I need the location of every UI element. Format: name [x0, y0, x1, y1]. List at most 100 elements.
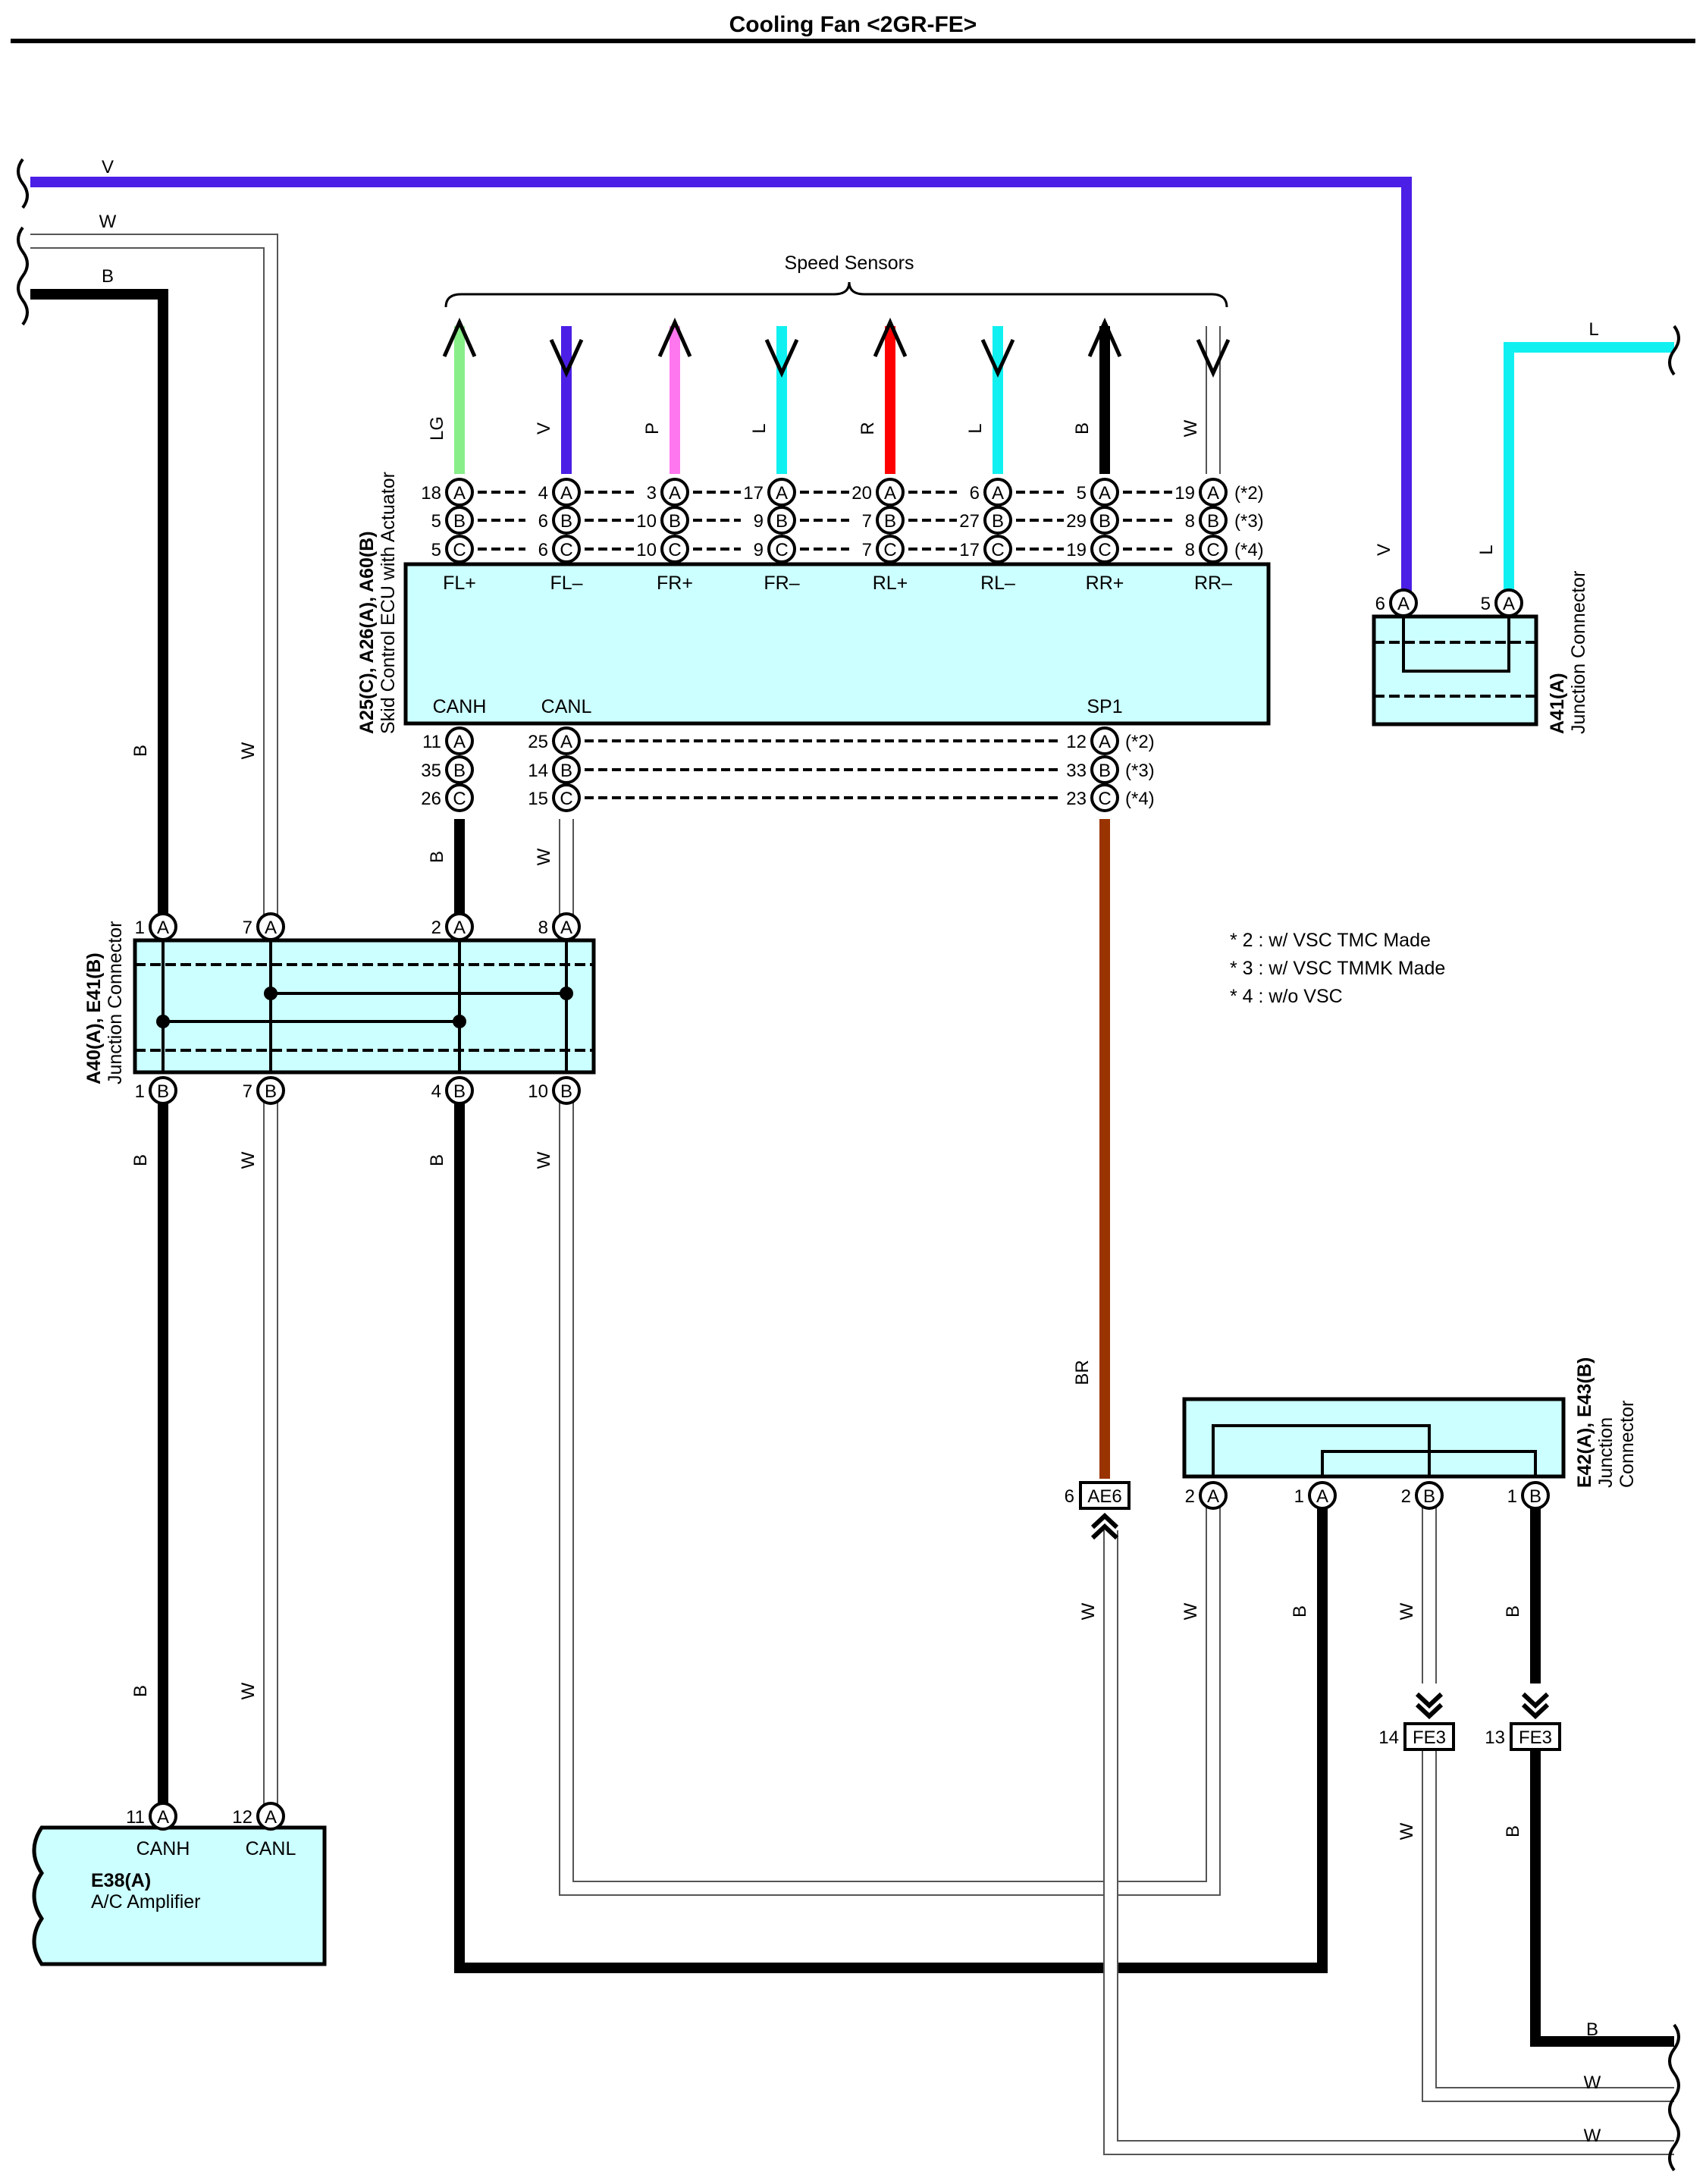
ac-amp-pin-0: [149, 1802, 177, 1831]
ac-amp-num-1: 12: [232, 1807, 252, 1828]
jc-a40-bottom-pin-1-letter: B: [265, 1081, 277, 1102]
ecu-pin-FL+-row-1-letter: B: [453, 511, 466, 532]
ecu-bottom-num-1-0: 25: [528, 732, 548, 752]
ecu-bottom-num-1-2: 15: [528, 789, 548, 809]
inline-connector-chevron-2: [1521, 1692, 1550, 1720]
ecu-bottom-pin-CANH-row-1-letter: B: [453, 761, 466, 781]
jc-a40-bottom-num-2: 4: [431, 1081, 441, 1102]
ecu-pin-RL–-row-1-letter: B: [992, 511, 1004, 532]
jc-a41-pin-0: [1389, 588, 1418, 617]
ac-amp-name: A/C Amplifier: [91, 1891, 200, 1913]
inline-connector-0: [1079, 1481, 1131, 1510]
wire-label-e43-w: W: [1397, 1602, 1417, 1620]
page-title: Cooling Fan <2GR-FE>: [729, 12, 977, 37]
ecu-pin-FR+-row-0: [660, 478, 689, 507]
ecu-label-1: FL–: [550, 573, 582, 594]
ecu-bottom-num-0-2: 26: [421, 789, 441, 809]
ecu-pin-num-3-1: 9: [754, 511, 764, 532]
jc-a40-top-num-1: 7: [243, 918, 252, 938]
ecu-pin-FL+-row-0-letter: A: [453, 483, 466, 504]
inline-connector-code-2: FE3: [1519, 1727, 1552, 1748]
wire-top-w-outline: [30, 234, 278, 919]
jc-a40-top-num-0: 1: [135, 918, 145, 938]
wire-label-canl-w2: W: [534, 1151, 554, 1169]
jc-e42-pin-3: [1521, 1481, 1550, 1510]
jc-a40-bottom-num-3: 10: [528, 1081, 548, 1102]
wire-label-speed-6: L: [965, 423, 986, 433]
arrow-speed-sensor-3: [657, 317, 692, 358]
note-3: * 4 : w/o VSC: [1230, 986, 1343, 1007]
jc-a40-top-pin-0: [149, 912, 177, 941]
ecu-pin-RL–-row-0-letter: A: [992, 483, 1004, 504]
jc-e42-num-0: 2: [1185, 1486, 1195, 1507]
wire-label-left-w3: W: [238, 1682, 259, 1699]
ecu-bottom-pin-CANH-row-0-letter: A: [453, 732, 466, 752]
break-marks: [17, 158, 1680, 2172]
wire-label-out-w1: W: [1584, 2073, 1601, 2093]
wire-label-fe14-w: W: [1397, 1822, 1417, 1840]
jc-a40-internal: [135, 940, 594, 1072]
pins: A18B5C5FL+A4B6C6FL–A3B10C10FR+A17B9C9FR–…: [126, 478, 1561, 1859]
arrow-speed-sensor-5: [873, 317, 908, 358]
ecu-bottom-pin-CANH-row-2: [445, 783, 474, 812]
ecu-pin-FR+-row-2: [660, 535, 689, 563]
inline-connector-num-2: 13: [1485, 1727, 1505, 1748]
ecu-pin-num-0-0: 18: [421, 483, 441, 504]
ecu-pin-FR–-row-2-letter: C: [775, 540, 788, 560]
ecu-name: Skid Control ECU with Actuator: [378, 472, 399, 734]
ecu-pin-FR–-row-0: [767, 478, 796, 507]
wire-label-canl-w1: W: [534, 848, 554, 865]
inline-connector-2: [1510, 1722, 1561, 1751]
ecu-row-note-top-2: (*4): [1234, 540, 1264, 560]
ecu-pin-num-6-2: 19: [1066, 540, 1087, 560]
wire-label-left-b3: B: [130, 1685, 151, 1697]
ecu-pin-RR+-row-0-letter: A: [1099, 483, 1111, 504]
ecu-bottom-num-2-2: 23: [1066, 789, 1087, 809]
jc-e42-code: E42(A), E43(B): [1574, 1357, 1595, 1488]
jc-a41-pin-1: [1494, 588, 1523, 617]
ecu-pin-RR–-row-2-letter: C: [1206, 540, 1219, 560]
wire-ae6-out-outline: [1103, 1530, 1674, 2155]
jc-a40-bottom-num-0: 1: [135, 1081, 145, 1102]
ecu-box: [403, 562, 1271, 726]
jc-a40-name: Junction Connector: [105, 921, 126, 1084]
jc-e42-num-1: 1: [1294, 1486, 1304, 1507]
wire-label-out-w2: W: [1584, 2126, 1601, 2146]
ecu-pin-FL–-row-0: [552, 478, 581, 507]
ecu-pin-RL+-row-1-letter: B: [884, 511, 896, 532]
ecu-pin-RR–-row-0: [1199, 478, 1228, 507]
ecu-pin-RL+-row-2-letter: C: [883, 540, 896, 560]
ecu-bottom-pin-CANL-row-1-letter: B: [560, 761, 572, 781]
ecu-bottom-pin-SP1-row-0-letter: A: [1099, 732, 1111, 752]
wire-label-br: BR: [1072, 1360, 1093, 1385]
wire-top-w: [30, 235, 277, 919]
ecu-row-note-top-0: (*2): [1234, 483, 1264, 504]
jc-e42-pin-0: [1199, 1481, 1228, 1510]
ac-amp-pin-label-0: CANH: [136, 1838, 190, 1859]
ecu-pin-FR+-row-1-letter: B: [669, 511, 681, 532]
arrow-speed-sensor-7: [1087, 317, 1122, 358]
ecu-bottom-num-1-1: 14: [528, 761, 548, 781]
ecu-pin-FR+-row-1: [660, 506, 689, 535]
ecu-bottom-pin-CANH-row-2-letter: C: [453, 789, 466, 809]
wire-label-speed-2: V: [534, 422, 554, 435]
ecu-pin-RL–-row-0: [983, 478, 1012, 507]
wire-label-speed-7: B: [1072, 422, 1093, 435]
ecu-pin-RR–-row-1-letter: B: [1207, 511, 1219, 532]
wire-label-speed-1: LG: [427, 416, 447, 441]
ecu-pin-FR+-row-0-letter: A: [669, 483, 681, 504]
ecu-bottom-label-1: CANL: [541, 696, 592, 717]
ecu-pin-RR+-row-2: [1090, 535, 1119, 563]
wire-label-left-b1: B: [130, 745, 151, 757]
ecu-bottom-pin-SP1-row-1-letter: B: [1099, 761, 1111, 781]
ecu-pin-num-5-0: 6: [970, 483, 980, 504]
ecu-bottom-pin-CANH-row-1: [445, 755, 474, 784]
wire-label-out-b: B: [1586, 2019, 1598, 2040]
jc-a40-bottom-pin-1: [256, 1076, 285, 1105]
ecu-pin-RR–-row-0-letter: A: [1207, 483, 1219, 504]
inline-connector-num-0: 6: [1065, 1486, 1074, 1507]
ecu-row-note-bottom-2: (*4): [1125, 789, 1155, 809]
jc-a41-num-1: 5: [1481, 594, 1491, 614]
arrow-speed-sensor-6: [980, 338, 1015, 378]
